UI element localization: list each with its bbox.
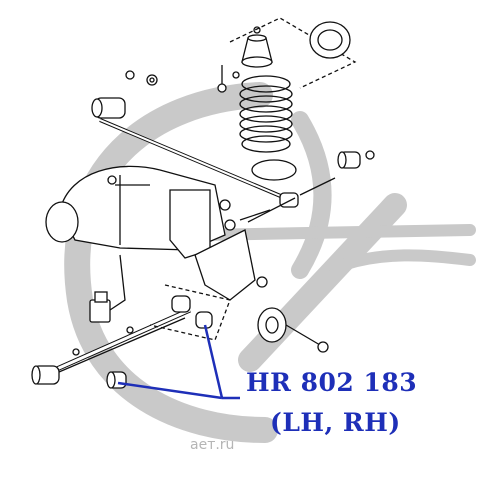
- lower-arm: [31, 284, 231, 389]
- bushing-large: [257, 307, 329, 353]
- coil-spring: [239, 75, 297, 181]
- side-label: (LH, RH): [270, 408, 401, 437]
- callout-leader: [117, 324, 240, 400]
- crossmember: [169, 189, 271, 301]
- drawing-lines: [31, 17, 375, 389]
- bushing-right-upper: [337, 150, 375, 169]
- left-mount: [89, 254, 126, 323]
- upper-link: [91, 97, 299, 208]
- watermark-text: ает.ru: [190, 437, 235, 453]
- bolt-right: [247, 177, 336, 223]
- hardware-bolts-top: [125, 65, 240, 93]
- part-number-label: HR 802 183: [246, 368, 418, 397]
- spring-seat: [309, 21, 351, 59]
